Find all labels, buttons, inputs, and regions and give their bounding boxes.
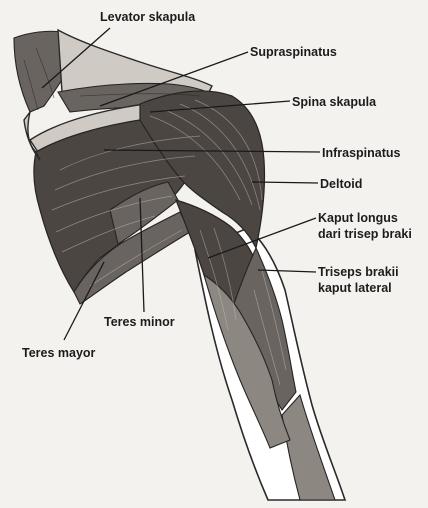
label-levator-skapula: Levator skapula <box>100 10 196 24</box>
label-supraspinatus: Supraspinatus <box>250 45 337 59</box>
label-kaput-longus-line2: dari trisep braki <box>318 227 412 241</box>
label-spina-skapula: Spina skapula <box>292 95 377 109</box>
label-triseps-line1: Triseps brakii <box>318 265 399 279</box>
label-teres-minor: Teres minor <box>104 315 175 329</box>
label-infraspinatus: Infraspinatus <box>322 146 401 160</box>
label-triseps-line2: kaput lateral <box>318 281 392 295</box>
label-teres-mayor: Teres mayor <box>22 346 96 360</box>
label-deltoid: Deltoid <box>320 177 362 191</box>
label-kaput-longus-line1: Kaput longus <box>318 211 398 225</box>
